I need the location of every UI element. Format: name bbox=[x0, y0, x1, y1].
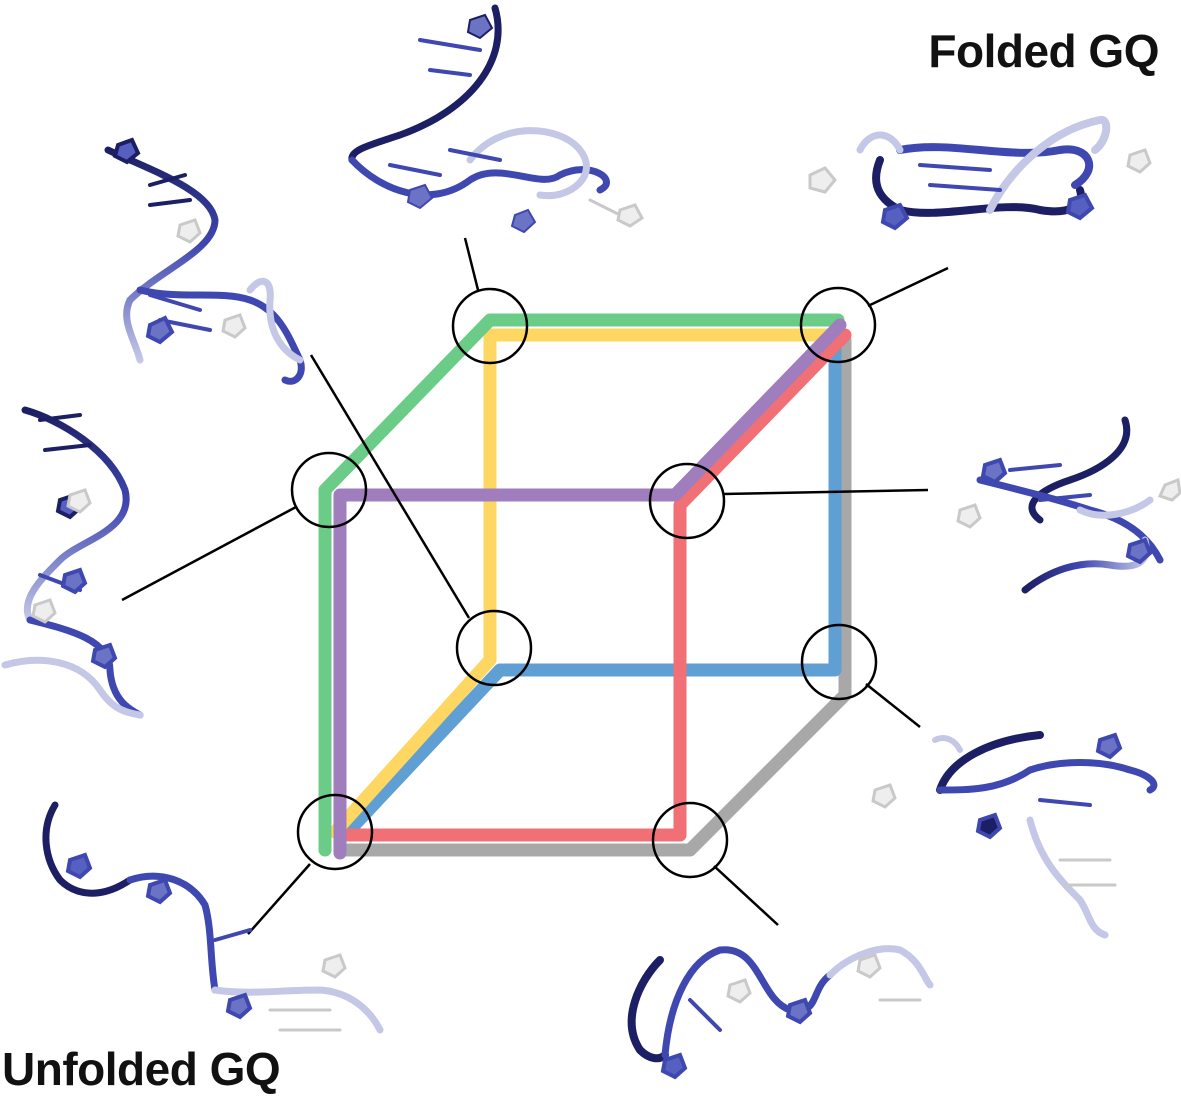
pathway-green bbox=[318, 313, 845, 857]
leader-lines bbox=[121, 237, 949, 935]
structure-bottom-left bbox=[42, 801, 384, 1034]
structure-top-right bbox=[808, 116, 1152, 231]
structure-right-middle bbox=[956, 416, 1181, 594]
node-bottom-front-right bbox=[651, 801, 729, 879]
node-top-front-left bbox=[290, 451, 368, 529]
structure-top-center bbox=[348, 4, 644, 234]
structure-lower-right bbox=[871, 731, 1158, 939]
pathway-purple bbox=[333, 318, 847, 860]
node-top-back-left bbox=[451, 287, 529, 365]
structure-left bbox=[1, 406, 144, 719]
node-top-front-right bbox=[648, 462, 726, 540]
cube-pathways bbox=[318, 313, 852, 860]
folded-gq-label: Folded GQ bbox=[928, 25, 1159, 77]
pathway-gray bbox=[334, 333, 852, 857]
node-bottom-front-left bbox=[296, 793, 374, 871]
pathway-blue bbox=[338, 323, 842, 842]
node-bottom-back-right bbox=[800, 623, 878, 701]
structure-upper-left bbox=[104, 137, 305, 385]
state-nodes bbox=[290, 286, 878, 879]
node-top-back-right bbox=[799, 286, 877, 364]
structure-bottom-right bbox=[627, 945, 934, 1080]
pathway-red bbox=[338, 328, 852, 842]
unfolded-gq-label: Unfolded GQ bbox=[2, 1043, 281, 1095]
node-bottom-back-left bbox=[455, 609, 533, 687]
